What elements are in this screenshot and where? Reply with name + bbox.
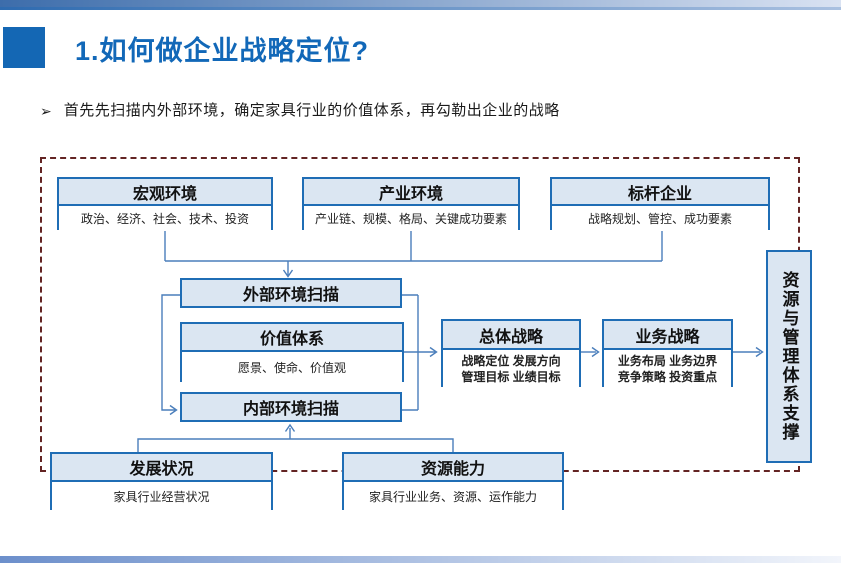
strategy-line: 战略定位 发展方向	[461, 353, 561, 368]
industry-environment-box: 产业环境 产业链、规模、格局、关键成功要素	[302, 177, 520, 230]
bottom-decorative-bar	[0, 556, 841, 563]
top-decorative-line	[0, 7, 841, 10]
business-strategy-box: 业务战略 业务布局 业务边界 竞争策略 投资重点	[602, 319, 733, 387]
box-desc: 愿景、使命、价值观	[182, 352, 402, 382]
bullet-arrow-icon: ➢	[40, 103, 52, 119]
box-title: 宏观环境	[59, 179, 271, 206]
bullet-item: ➢ 首先先扫描内外部环境，确定家具行业的价值体系，再勾勒出企业的战略	[40, 101, 810, 121]
overall-strategy-box: 总体战略 战略定位 发展方向 管理目标 业绩目标	[441, 319, 581, 387]
top-decorative-bar	[0, 0, 841, 7]
strategy-line: 竞争策略 投资重点	[617, 369, 718, 384]
page-title: 1.如何做企业战略定位?	[75, 36, 370, 66]
strategy-line: 管理目标 业绩目标	[461, 369, 561, 384]
support-box-label: 资源与管理体系支撑	[779, 271, 799, 442]
box-desc: 产业链、规模、格局、关键成功要素	[304, 206, 518, 230]
resource-capability-box: 资源能力 家具行业业务、资源、运作能力	[342, 452, 564, 510]
box-title: 总体战略	[443, 321, 579, 350]
macro-environment-box: 宏观环境 政治、经济、社会、技术、投资	[57, 177, 273, 230]
box-title: 发展状况	[52, 454, 271, 482]
resource-management-support-box: 资源与管理体系支撑	[766, 250, 812, 463]
external-scan-box: 外部环境扫描	[180, 278, 402, 308]
box-desc: 业务布局 业务边界 竞争策略 投资重点	[604, 350, 731, 387]
benchmark-enterprise-box: 标杆企业 战略规划、管控、成功要素	[550, 177, 770, 230]
development-status-box: 发展状况 家具行业经营状况	[50, 452, 273, 510]
internal-scan-box: 内部环境扫描	[180, 392, 402, 422]
box-desc: 战略定位 发展方向 管理目标 业绩目标	[443, 350, 579, 387]
box-title: 业务战略	[604, 321, 731, 350]
strategy-line: 业务布局 业务边界	[617, 353, 718, 368]
bullet-text: 首先先扫描内外部环境，确定家具行业的价值体系，再勾勒出企业的战略	[63, 102, 560, 119]
box-title: 资源能力	[344, 454, 562, 482]
box-desc: 政治、经济、社会、技术、投资	[59, 206, 271, 230]
title-accent-square	[3, 27, 45, 68]
value-system-box: 价值体系 愿景、使命、价值观	[180, 322, 404, 382]
box-title: 产业环境	[304, 179, 518, 206]
box-title: 标杆企业	[552, 179, 768, 206]
box-title: 价值体系	[182, 324, 402, 352]
box-desc: 家具行业经营状况	[52, 482, 271, 510]
box-desc: 战略规划、管控、成功要素	[552, 206, 768, 230]
box-desc: 家具行业业务、资源、运作能力	[344, 482, 562, 510]
